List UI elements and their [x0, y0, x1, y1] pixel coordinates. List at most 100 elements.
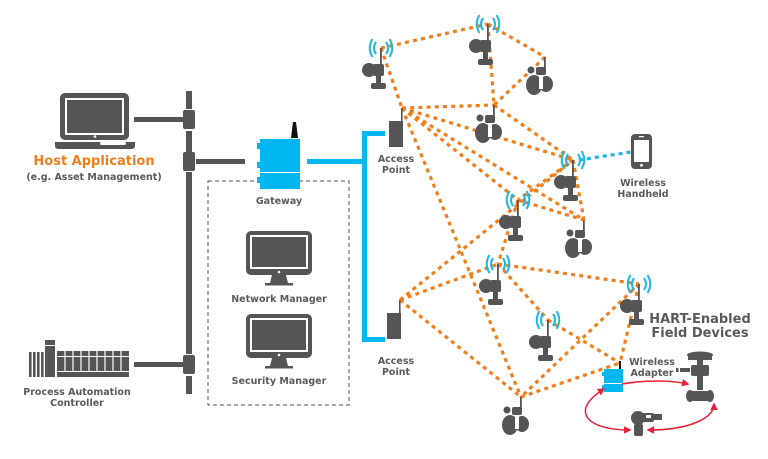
host-application[interactable]: Host Application (e.g. Asset Management): [26, 93, 162, 183]
wireless-signal-icon: [626, 274, 652, 294]
wireless-signal-icon: [535, 310, 561, 330]
wired-link-arrow: [621, 379, 690, 387]
wireless-signal-icon: [368, 38, 394, 58]
wired-hart-loop: [584, 379, 718, 434]
access-point-2-label-line1: Access: [378, 356, 415, 367]
wireless-adapter-label-line1: Wireless: [629, 357, 675, 368]
mesh-link: [400, 107, 523, 398]
security-manager[interactable]: Security Manager: [232, 314, 327, 387]
mesh-link: [379, 47, 404, 109]
mesh-link: [492, 55, 547, 107]
mesh-link: [401, 106, 585, 222]
wireless-transmitter[interactable]: [362, 38, 394, 89]
backbone-connector: [183, 110, 195, 129]
mesh-link: [398, 298, 523, 399]
network-manager[interactable]: Network Manager: [231, 231, 327, 305]
access-point-icon: [387, 300, 401, 339]
laptop-icon: [55, 93, 135, 149]
wireless-signal-icon: [475, 14, 501, 34]
valve-positioner-icon: [565, 220, 592, 258]
mesh-link: [487, 22, 546, 59]
wired-hart-valve[interactable]: [676, 351, 714, 403]
wireless-transmitter[interactable]: [479, 254, 511, 305]
mesh-link: [401, 106, 574, 162]
access-point[interactable]: [389, 108, 403, 147]
valve-positioner-icon: [526, 57, 553, 95]
wireless-valve[interactable]: [475, 105, 502, 143]
field-devices-label-line2: Field Devices: [651, 326, 749, 341]
access-point-icon: [389, 108, 403, 147]
wireless-signal-icon: [560, 150, 586, 170]
mesh-link: [486, 23, 496, 106]
mesh-link: [571, 159, 586, 221]
wireless-valve[interactable]: [526, 57, 553, 95]
wireless-handheld[interactable]: Wireless Handheld: [617, 134, 669, 200]
wireless-valve[interactable]: [565, 220, 592, 258]
access-point-2-label-line2: Point: [382, 367, 411, 378]
wireless-adapter-icon: [602, 361, 623, 392]
network-manager-label: Network Manager: [231, 294, 327, 305]
gateway-access-point-wiring: [307, 131, 385, 342]
monitor-icon: [246, 314, 312, 369]
wireless-transmitter[interactable]: [499, 190, 531, 241]
controller-rack-icon: [29, 340, 129, 377]
pressure-transmitter-icon: [620, 284, 644, 325]
wireless-signal-icon: [485, 254, 511, 274]
mesh-link: [497, 262, 640, 286]
controller-label-line2: Controller: [50, 398, 104, 409]
wireless-adapter-label-line2: Adapter: [630, 368, 673, 379]
mesh-link: [380, 22, 489, 50]
mesh-link: [493, 103, 574, 162]
mesh-link: [517, 198, 585, 222]
valve-positioner-icon: [475, 105, 502, 143]
valve-positioner-icon: [502, 397, 529, 435]
process-automation-controller[interactable]: Process Automation Controller: [23, 340, 131, 409]
pressure-transmitter-icon: [362, 48, 386, 89]
wireless-transmitter[interactable]: [469, 14, 501, 65]
mesh-link: [520, 361, 621, 399]
mesh-link: [547, 318, 621, 365]
pressure-transmitter-icon: [469, 24, 493, 65]
wireless-handheld-label-line1: Wireless: [620, 178, 666, 189]
wireless-mesh-links: [379, 22, 641, 399]
wireless-transmitter[interactable]: [554, 150, 586, 201]
mesh-link: [496, 199, 520, 265]
field-devices-label-line1: HART-Enabled: [649, 312, 751, 327]
pressure-transmitter-icon: [529, 320, 553, 361]
gateway-label: Gateway: [256, 196, 303, 207]
mesh-link: [618, 283, 641, 364]
smartphone-icon: [631, 134, 652, 169]
mesh-link: [519, 282, 641, 399]
pressure-transmitter-icon: [479, 264, 503, 305]
pressure-transmitter-icon: [499, 200, 523, 241]
wireless-field-devices: [362, 14, 652, 435]
wireless-handheld-label-line2: Handheld: [617, 189, 668, 200]
wireless-transmitter[interactable]: [529, 310, 561, 361]
wireless-adapter[interactable]: [602, 361, 623, 392]
access-point-1-label-line2: Point: [382, 165, 411, 176]
host-application-sublabel: (e.g. Asset Management): [26, 172, 161, 183]
security-manager-label: Security Manager: [232, 376, 327, 387]
gateway[interactable]: Gateway: [256, 122, 303, 207]
gateway-software-boundary: [207, 180, 350, 406]
wireless-valve[interactable]: [502, 397, 529, 435]
pressure-transmitter-icon: [631, 411, 662, 436]
host-application-label: Host Application: [33, 154, 154, 169]
wireless-signal-icon: [505, 190, 531, 210]
mesh-link: [401, 106, 519, 202]
mesh-link: [496, 262, 550, 322]
control-valve-icon: [676, 351, 714, 402]
wired-hart-transmitter[interactable]: [631, 411, 662, 436]
wired-link-arrow: [584, 388, 632, 434]
wired-link-arrow: [646, 402, 718, 434]
access-point-1-label-line1: Access: [378, 154, 415, 165]
backbone-connector: [183, 152, 195, 171]
wireless-transmitter[interactable]: [620, 274, 652, 325]
controller-label-line1: Process Automation: [23, 387, 131, 398]
monitor-icon: [246, 231, 312, 286]
gateway-icon: [257, 122, 300, 189]
backbone-connector: [183, 355, 195, 374]
access-point[interactable]: [387, 300, 401, 339]
plant-network-backbone: [134, 91, 245, 394]
